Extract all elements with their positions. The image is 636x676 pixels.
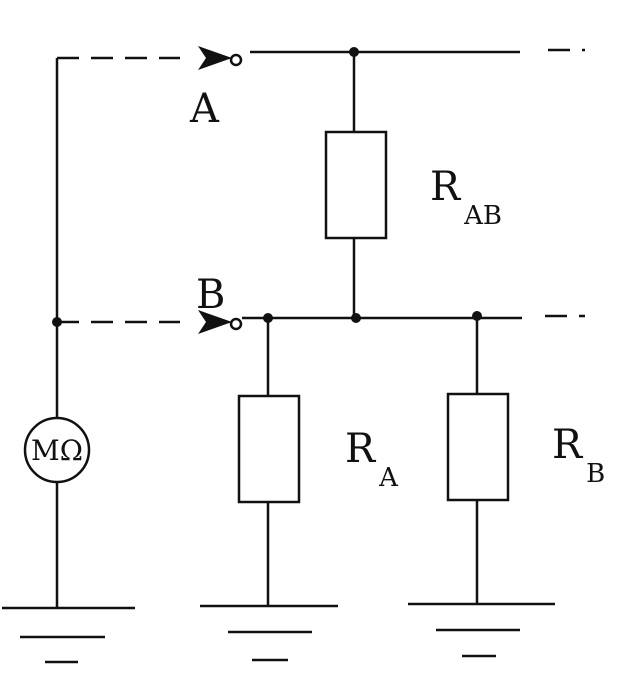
resistor-ra [237,394,301,504]
resistor-rab [324,130,388,240]
resistor-rb-sub: B [586,459,605,489]
terminal-a-contact [229,53,243,67]
node-b-rab [351,313,361,323]
meter-node [52,317,62,327]
resistor-rb-main: R [552,422,584,468]
terminal-a-arrow [198,46,232,70]
terminal-b-contact [229,317,243,331]
resistor-ra-label: RA [345,426,399,493]
terminal-b-arrow [198,310,232,334]
resistor-ra-sub: A [378,463,399,493]
terminal-a-label: A [189,86,220,132]
meter-label: MΩ [31,434,83,467]
terminal-b-label: B [196,272,225,318]
resistor-rb [446,392,510,502]
resistor-rab-main: R [430,164,462,210]
resistor-rab-sub: AB [463,201,502,231]
resistor-rb-label: RB [552,422,605,489]
megohmmeter-symbol [23,416,91,484]
resistor-rab-label: RAB [430,164,502,231]
resistor-ra-main: R [345,426,377,472]
